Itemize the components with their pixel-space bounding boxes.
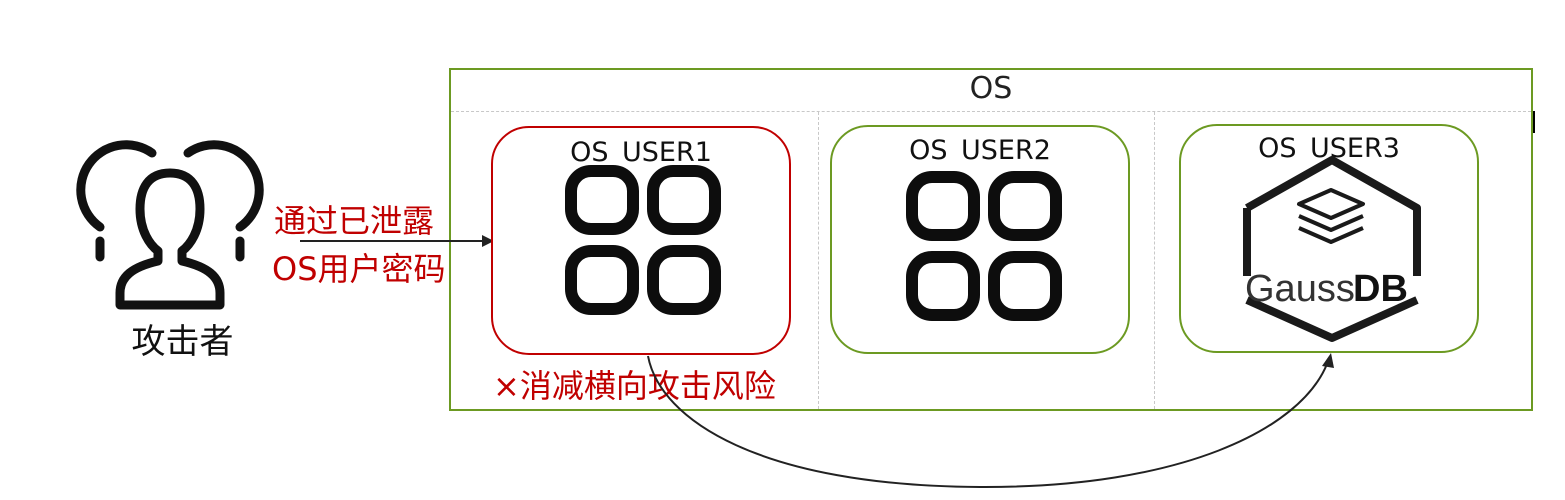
gaussdb-logo: Gauss DB [1243,156,1421,342]
app-grid-icon [565,165,721,315]
attack-path-line2: OS用户密码 [272,250,446,288]
attacker-label: 攻击者 [131,322,234,362]
column-divider [818,112,819,409]
app-grid-icon [906,171,1062,321]
os-title: OS [969,71,1013,106]
os-user3-label: OS_USER3 [1258,134,1400,160]
os-container [449,68,1533,411]
mitigation-note: ×消减横向攻击风险 [493,367,776,405]
os-user1-label: OS_USER1 [570,138,712,164]
os-user2-box [830,125,1130,354]
os-user2-label: OS_USER2 [909,136,1051,162]
column-divider [1154,112,1155,409]
person-scan-icon [76,140,264,310]
attack-arrow [300,235,494,247]
gaussdb-wordmark-bold: DB [1353,268,1408,310]
os-user1-box [491,126,791,355]
gaussdb-wordmark-light: Gauss [1245,268,1355,310]
os-header-divider [451,111,1531,112]
edge-marker [1533,111,1535,133]
attack-path-line1: 通过已泄露 [274,202,435,240]
